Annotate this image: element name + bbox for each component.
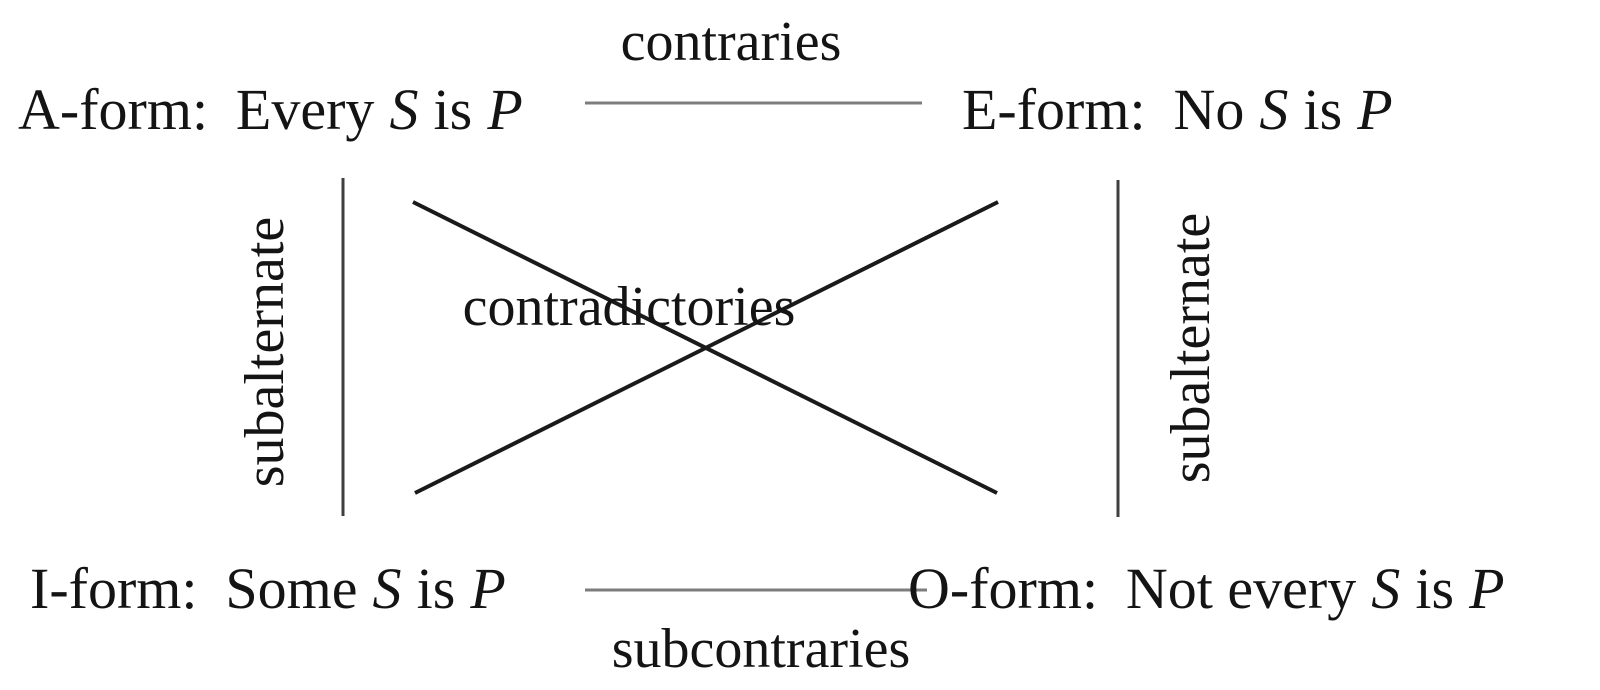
a-copula: is [433,77,473,142]
subcontraries-label: subcontraries [611,618,911,680]
contraries-label: contraries [620,11,842,73]
i-predicate-variable: P [470,556,506,621]
e-copula: is [1303,77,1343,142]
e-subject-variable: S [1259,77,1289,142]
i-subject-variable: S [372,556,402,621]
e-form-label: E-form: [962,77,1146,142]
o-predicate-variable: P [1469,556,1505,621]
o-copula: is [1415,556,1455,621]
i-quantifier: Some [225,556,358,621]
a-quantifier: Every [235,77,375,142]
e-predicate-variable: P [1357,77,1393,142]
a-subject-variable: S [389,77,419,142]
a-predicate-variable: P [487,77,523,142]
e-quantifier: No [1173,77,1245,142]
i-form-label: I-form: [30,556,198,621]
o-form-label: O-form: [908,556,1099,621]
subalternate-right-label: subalternate [1160,212,1222,484]
a-form-label: A-form: [18,77,209,142]
i-copula: is [416,556,456,621]
o-quantifier: Not every [1125,556,1357,621]
contradictories-line-i-e [414,200,999,495]
o-subject-variable: S [1371,556,1401,621]
contradictories-label: contradictories [462,276,796,338]
subalternate-left-label: subalternate [234,216,296,488]
